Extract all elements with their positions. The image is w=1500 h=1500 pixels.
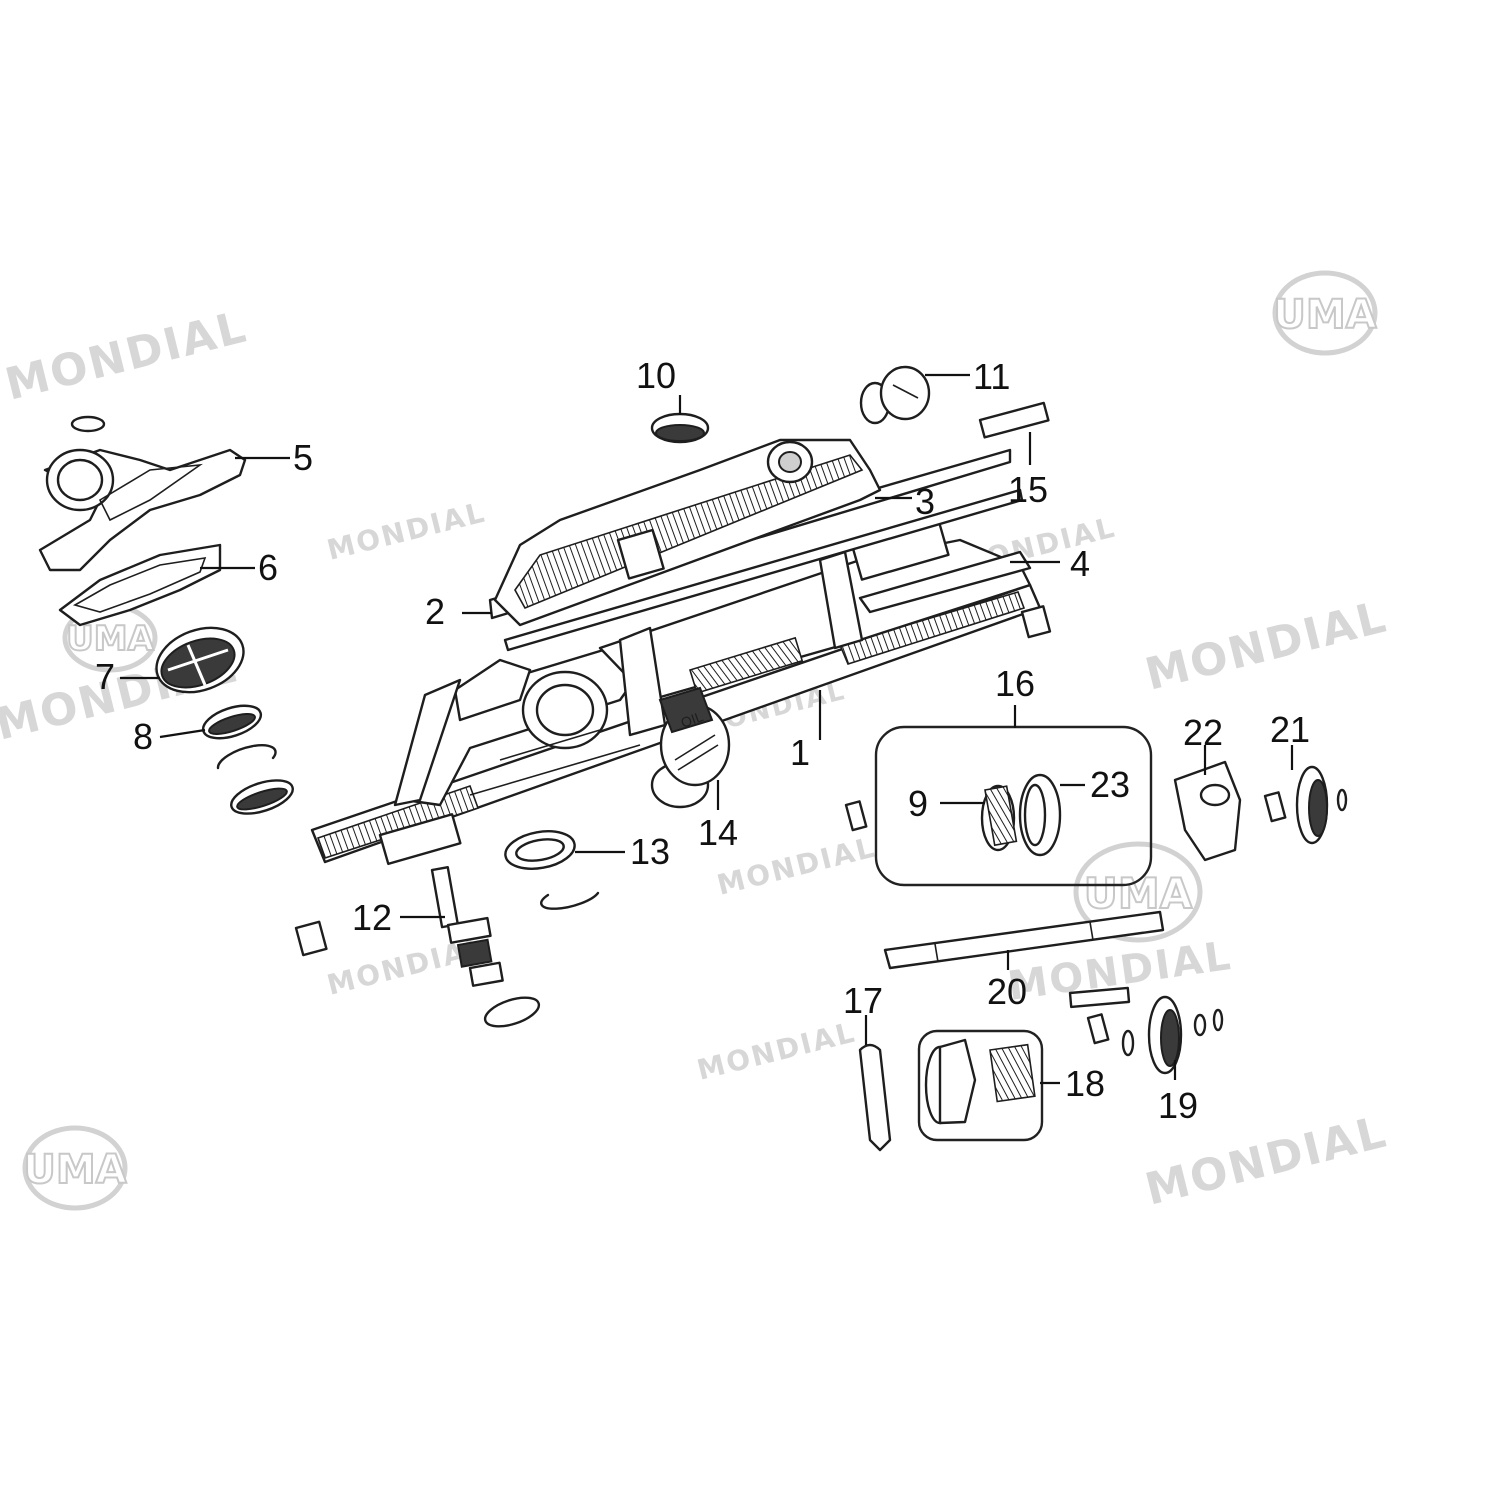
callout-8: 8 xyxy=(133,716,153,757)
uma-logo: UMA xyxy=(22,1125,128,1211)
callout-14: 14 xyxy=(698,812,738,853)
clamp-part-8 xyxy=(201,704,294,815)
callout-3: 3 xyxy=(915,481,935,522)
watermark-brand: MONDIAL xyxy=(714,831,879,902)
watermark-brand: MONDIAL xyxy=(694,1016,859,1087)
bearing-part-23 xyxy=(1018,773,1062,857)
bearing-part-9 xyxy=(980,784,1018,852)
arm-part-17 xyxy=(858,1043,892,1152)
callout-labels: 1 2 3 4 5 6 7 8 9 10 11 12 13 14 15 16 1… xyxy=(95,355,1310,1126)
callout-23: 23 xyxy=(1090,764,1130,805)
callout-6: 6 xyxy=(258,547,278,588)
thermostat-housing-part-5 xyxy=(38,415,247,572)
callout-2: 2 xyxy=(425,591,445,632)
group-18-box xyxy=(917,1029,1044,1142)
callout-10: 10 xyxy=(636,355,676,396)
callout-19: 19 xyxy=(1158,1085,1198,1126)
callout-17: 17 xyxy=(843,980,883,1021)
callout-18: 18 xyxy=(1065,1063,1105,1104)
callout-21: 21 xyxy=(1270,709,1310,750)
washer-part-13 xyxy=(504,830,576,870)
callout-11: 11 xyxy=(973,356,1010,397)
cap-part-11 xyxy=(859,365,931,425)
pin-part-15 xyxy=(978,401,1050,439)
oil-cap-part-14: OIL xyxy=(650,686,731,809)
shaft-part-20 xyxy=(883,910,1165,970)
dowel-pins xyxy=(294,605,1287,1045)
valve-part-12 xyxy=(430,866,600,1028)
logo-text: UMA xyxy=(1273,292,1376,338)
watermark-brand: MONDIAL xyxy=(1140,591,1392,700)
callout-7: 7 xyxy=(95,656,115,697)
callout-12: 12 xyxy=(352,897,392,938)
uma-logo: UMA xyxy=(1272,270,1378,356)
gasket-part-6 xyxy=(58,543,222,627)
valve-cover-part-3 xyxy=(493,438,882,627)
plug-part-10 xyxy=(650,412,710,444)
seal-part-4 xyxy=(858,550,1032,614)
callout-13: 13 xyxy=(630,831,670,872)
logo-text: UMA xyxy=(1084,869,1193,918)
callout-4: 4 xyxy=(1070,543,1090,584)
bearing-part-18 xyxy=(924,1038,1036,1125)
callout-15: 15 xyxy=(1008,469,1048,510)
logo-text: UMA xyxy=(23,1147,126,1193)
callout-5: 5 xyxy=(293,437,313,478)
callout-22: 22 xyxy=(1183,712,1223,753)
callout-1: 1 xyxy=(790,732,810,773)
bracket-part-22 xyxy=(1173,760,1242,862)
leader-lines xyxy=(120,373,1294,1085)
callout-9: 9 xyxy=(908,783,928,824)
gear-part-19 xyxy=(1068,986,1224,1075)
callout-16: 16 xyxy=(995,663,1035,704)
group-16-box xyxy=(874,725,1153,887)
callout-20: 20 xyxy=(987,971,1027,1012)
gear-part-21 xyxy=(1295,765,1348,845)
thermostat-part-7 xyxy=(155,626,245,694)
cylinder-head-part-1 xyxy=(310,518,1042,866)
watermark-brand: MONDIAL xyxy=(0,301,252,410)
uma-logo: UMA xyxy=(1073,841,1203,943)
watermark-brand: MONDIAL xyxy=(324,496,489,567)
svg-text:OIL: OIL xyxy=(679,708,706,731)
